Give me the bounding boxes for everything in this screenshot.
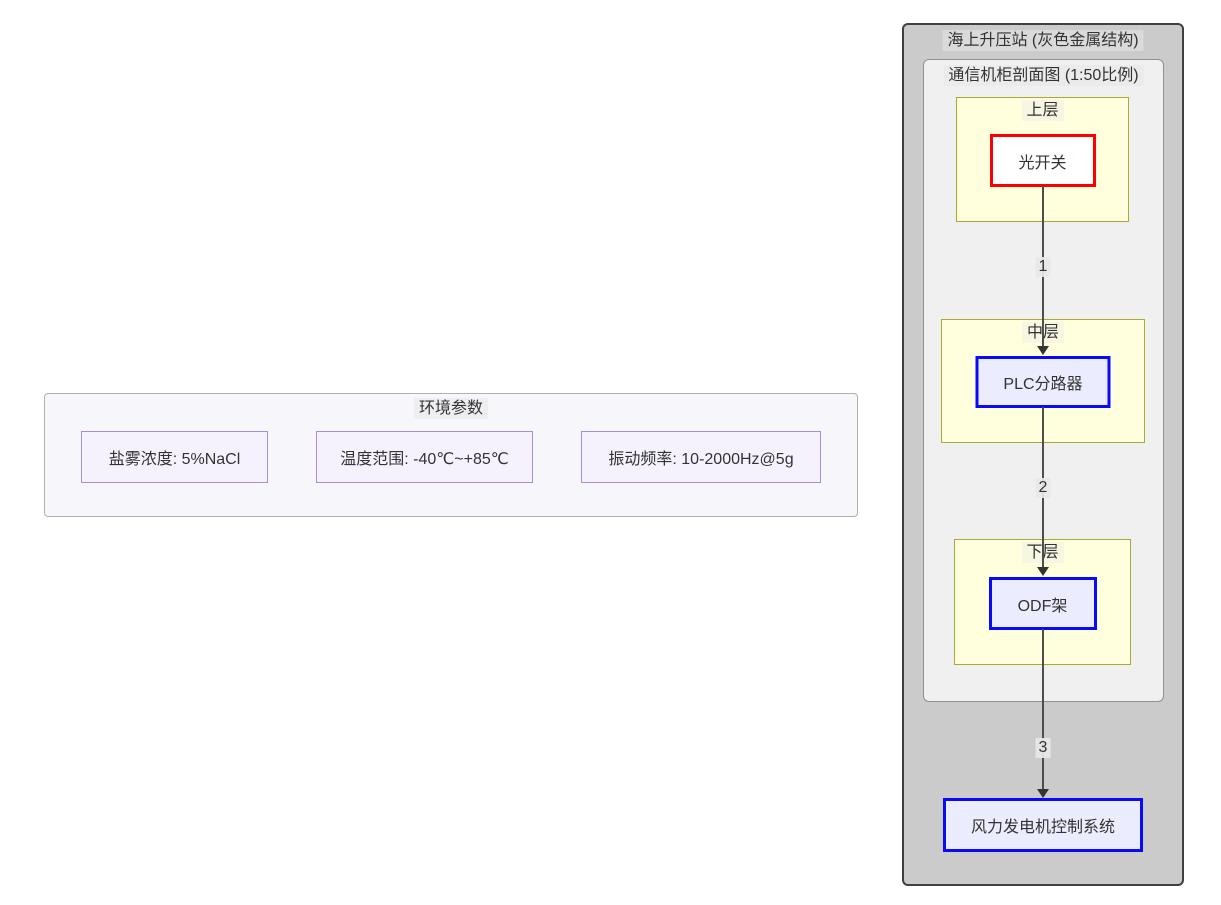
station-group: 海上升压站 (灰色金属结构) 通信机柜剖面图 (1:50比例) 上层 光开关 中… (902, 23, 1184, 886)
edge-2-label: 2 (1035, 478, 1051, 498)
node-wind-turbine-control-system: 风力发电机控制系统 (943, 798, 1143, 852)
edge-3-arrowhead-icon (1037, 789, 1049, 798)
environment-group: 环境参数 盐雾浓度: 5%NaCl 温度范围: -40℃~+85℃ 振动频率: … (44, 393, 858, 517)
node-odf-rack: ODF架 (988, 577, 1097, 630)
edge-2-arrowhead-icon (1037, 567, 1049, 576)
layer-upper-title: 上层 (1021, 100, 1064, 121)
edge-3-label: 3 (1035, 738, 1051, 758)
env-node-temperature-range: 温度范围: -40℃~+85℃ (316, 431, 533, 483)
env-node-salt-fog: 盐雾浓度: 5%NaCl (81, 431, 268, 483)
cabinet-group-title: 通信机柜剖面图 (1:50比例) (943, 65, 1144, 86)
edge-1-label: 1 (1035, 257, 1051, 277)
station-group-title: 海上升压站 (灰色金属结构) (942, 30, 1144, 51)
cabinet-group: 通信机柜剖面图 (1:50比例) 上层 光开关 中层 PLC分路器 下层 ODF… (923, 59, 1164, 702)
environment-group-title: 环境参数 (413, 398, 489, 419)
node-plc-splitter: PLC分路器 (975, 356, 1111, 408)
edge-1-arrowhead-icon (1037, 346, 1049, 355)
layer-upper-group: 上层 光开关 (956, 97, 1129, 222)
env-node-vibration-frequency: 振动频率: 10-2000Hz@5g (581, 431, 821, 483)
edge-3-line (1042, 629, 1044, 790)
node-optical-switch: 光开关 (989, 134, 1096, 187)
